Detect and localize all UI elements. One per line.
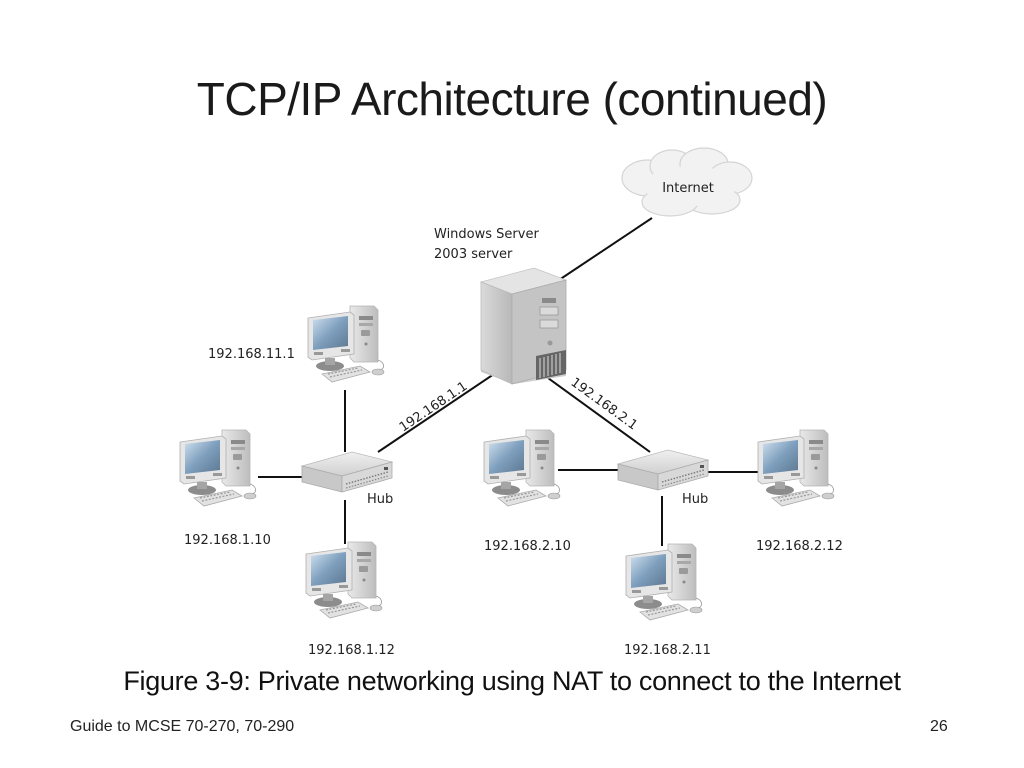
link-label-192-168-1-1: 192.168.1.1: [397, 379, 471, 435]
hub-2: Hub: [617, 449, 709, 507]
computer-192-168-2-12: 192.168.2.12: [756, 429, 843, 554]
hub-2-label: Hub: [682, 492, 708, 507]
footer-course-title: Guide to MCSE 70-270, 70-290: [70, 718, 295, 735]
computer-192-168-2-10: 192.168.2.10: [483, 429, 571, 554]
server-label-line2: 2003 server: [434, 247, 513, 262]
link-server-hub1: [377, 371, 498, 453]
desktop-computer-icon: [757, 429, 835, 507]
computer-192-168-1-10: 192.168.1.10: [179, 429, 271, 548]
page-number: 26: [930, 718, 948, 735]
computer-ip-label: 192.168.1.12: [308, 643, 395, 658]
slide-title: TCP/IP Architecture (continued): [196, 73, 828, 125]
computer-ip-label: 192.168.1.10: [184, 533, 271, 548]
link-server-internet: [555, 217, 653, 283]
computer-192-168-2-11: 192.168.2.11: [624, 543, 711, 658]
computer-192-168-11-1: 192.168.11.1: [208, 305, 385, 383]
link-server-hub2: [547, 377, 651, 453]
computer-ip-label: 192.168.2.12: [756, 539, 843, 554]
computer-ip-label: 192.168.11.1: [208, 347, 295, 362]
internet-label: Internet: [662, 181, 714, 196]
internet-cloud: Internet: [621, 147, 753, 217]
hub-1: Hub: [301, 451, 393, 507]
desktop-computer-icon: [305, 541, 383, 619]
hub-icon: [301, 451, 393, 493]
desktop-computer-icon: [179, 429, 257, 507]
computer-192-168-1-12: 192.168.1.12: [305, 541, 395, 658]
server: Windows Server 2003 server: [434, 227, 568, 385]
cloud-icon: [621, 147, 753, 217]
connection-lines: [258, 217, 762, 546]
desktop-computer-icon: [483, 429, 561, 507]
server-label-line1: Windows Server: [434, 227, 539, 242]
desktop-computer-icon: [625, 543, 703, 621]
hub-icon: [617, 449, 709, 491]
hub-1-label: Hub: [367, 492, 393, 507]
link-label-192-168-2-1: 192.168.2.1: [568, 375, 640, 433]
figure-caption: Figure 3-9: Private networking using NAT…: [123, 666, 901, 696]
desktop-computer-icon: [307, 305, 385, 383]
server-tower-icon: [479, 267, 568, 385]
computer-ip-label: 192.168.2.10: [484, 539, 571, 554]
computer-ip-label: 192.168.2.11: [624, 643, 711, 658]
